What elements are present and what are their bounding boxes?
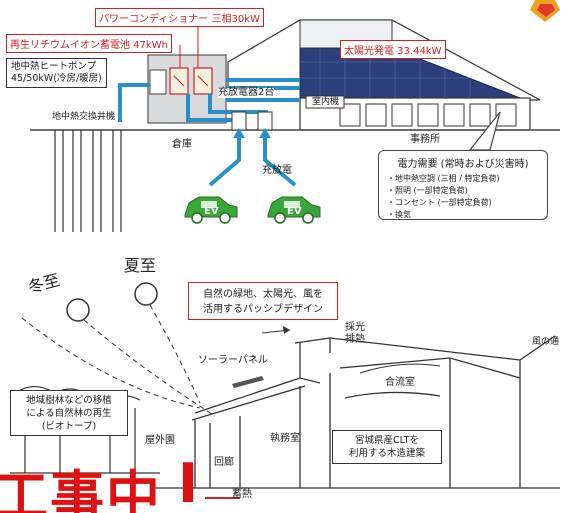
wind-label: 風の通 xyxy=(532,337,560,347)
banner-right-glyph: I xyxy=(178,452,201,513)
charger-label: 充放電器2台 xyxy=(218,87,275,98)
daylight-line2: 排熱 xyxy=(345,334,365,345)
ev-label-2: EV xyxy=(287,206,302,217)
daylight-line1: 採光 xyxy=(345,322,365,333)
power-demand-callout: 電力需要 (常時および災害時) ・地中熱空調 (三相 / 特定負荷) ・照明 (… xyxy=(378,150,548,220)
building-sketch xyxy=(150,335,560,489)
heat-pump-label-line2: 45/50kW(冷房/暖房) xyxy=(11,72,102,84)
heat-pump-unit xyxy=(149,69,167,95)
heat-pump-label-line1: 地中熱ヒートポンプ xyxy=(11,61,97,72)
heat-storage-label: 蓄熱 xyxy=(232,489,252,500)
daylight-label: 採光 排熱 xyxy=(345,322,375,346)
passive-design-line1: 自然の緑地、太陽光、風を xyxy=(203,289,323,300)
power-conditioner-label: パワーコンディショナー 三相30kW xyxy=(95,8,264,27)
warehouse-label: 倉庫 xyxy=(172,139,192,150)
office-label: 事務所 xyxy=(410,134,440,145)
ev-car-1 xyxy=(184,196,238,224)
ev-label-1: EV xyxy=(204,206,219,217)
heat-pump-label: 地中熱ヒートポンプ 45/50kW(冷房/暖房) xyxy=(6,58,107,88)
energy-system-drawing xyxy=(30,0,560,232)
clt-line1: 宮城県産CLTを xyxy=(355,435,419,446)
clt-line2: 利用する木造建築 xyxy=(348,448,425,459)
logo-icon xyxy=(530,0,560,22)
demand-item: ・照明 (一部特定負荷) xyxy=(387,186,468,195)
office-room-label: 執務室 xyxy=(270,433,300,444)
forest-line1: 地域樹林などの移植 xyxy=(26,395,112,406)
charger-unit-2 xyxy=(257,111,273,131)
clt-box: 宮城県産CLTを 利用する木造建築 xyxy=(332,430,442,464)
passive-design-line2: 活用するパッシブデザイン xyxy=(203,304,323,315)
corridor-label: 回廊 xyxy=(214,457,234,468)
circulation-label: 合流室 xyxy=(385,377,415,388)
summer-solstice-label: 夏至 xyxy=(124,256,157,275)
demand-item: ・換気 xyxy=(387,210,411,219)
winter-sun-icon xyxy=(66,298,90,322)
forest-regeneration-box: 地域樹林などの移植 による自然林の再生 (ビオトープ) xyxy=(10,390,128,436)
outdoor-label: 屋外園 xyxy=(145,435,175,446)
demand-item: ・地中熱空調 (三相 / 特定負荷) xyxy=(387,174,500,183)
demand-item: ・コンセント (一部特定負荷) xyxy=(387,198,492,207)
banner-left-glyph: 工 xyxy=(0,465,50,513)
indoor-unit-label: 室内機 xyxy=(312,97,340,107)
summer-sun-icon xyxy=(134,282,158,306)
solar-panel-label: ソーラーパネル xyxy=(198,355,268,366)
power-demand-title: 電力需要 (常時および災害時) xyxy=(397,159,529,170)
charger-unit-1 xyxy=(231,111,247,131)
ground-heat-well-label: 地中熱交換井機 xyxy=(52,112,116,122)
forest-line3: (ビオトープ) xyxy=(41,421,97,432)
geothermal-wells xyxy=(54,130,122,232)
ev-car-2 xyxy=(267,196,321,224)
solar-panel-sketch xyxy=(232,376,264,388)
passive-design-box: 自然の緑地、太陽光、風を 活用するパッシブデザイン xyxy=(188,282,338,320)
solar-label: 太陽光発電 33.44kW xyxy=(340,40,446,59)
forest-line2: による自然林の再生 xyxy=(26,408,112,419)
battery-label: 再生リチウムイオン蓄電池 47kWh xyxy=(6,34,172,53)
charge-discharge-label: 充放電 xyxy=(262,165,292,176)
banner-text: 事中 xyxy=(50,465,162,513)
